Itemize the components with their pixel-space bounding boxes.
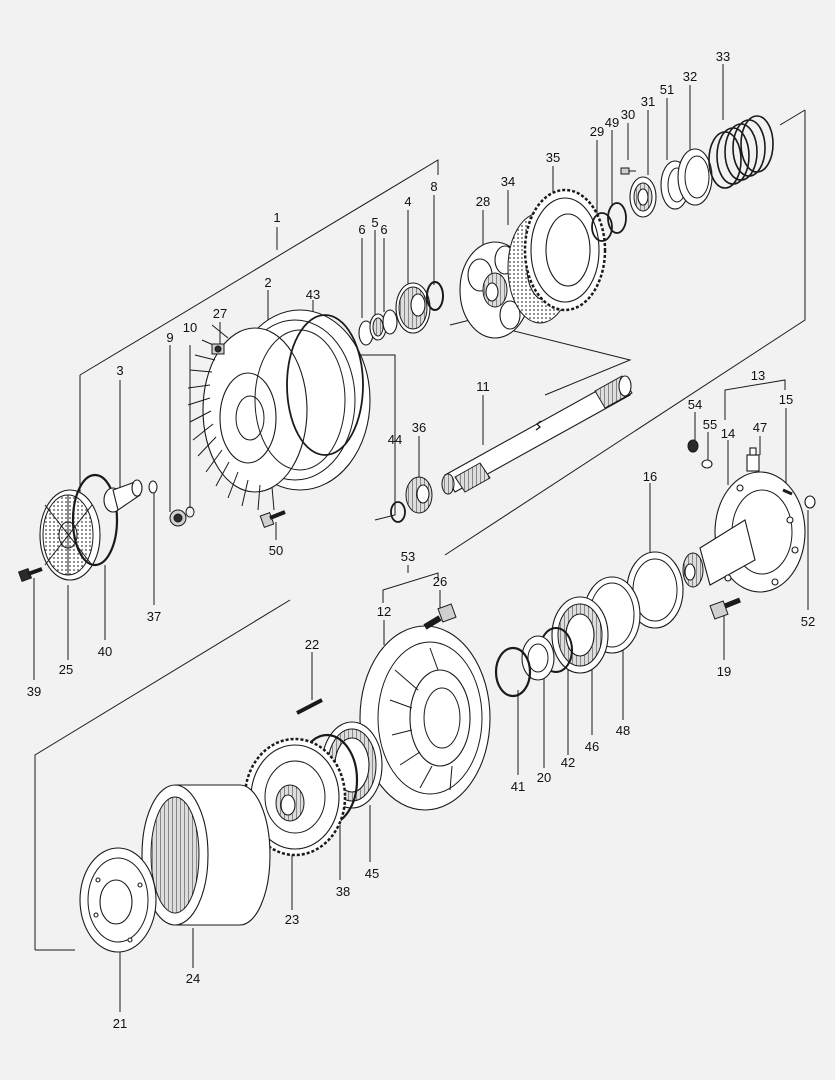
o-ring-part-40 (71, 473, 119, 567)
washer-part-52 (804, 495, 816, 509)
callout-45: 45 (365, 866, 379, 881)
callout-4: 4 (404, 194, 411, 209)
callout-42: 42 (561, 755, 575, 770)
housing-part-12 (359, 625, 491, 811)
callout-37: 37 (147, 609, 161, 624)
callout-2: 2 (264, 275, 271, 290)
callout-29: 29 (590, 124, 604, 139)
callout-23: 23 (285, 912, 299, 927)
snap-ring-part-44 (390, 501, 406, 523)
stub-shaft-part-3 (103, 479, 143, 513)
callout-34: 34 (501, 174, 515, 189)
callout-38: 38 (336, 884, 350, 899)
callout-15: 15 (779, 392, 793, 407)
shaft-bracket-lines (340, 319, 632, 521)
ring-gear-drum-part-24 (141, 784, 271, 926)
washer-part-37 (148, 480, 158, 494)
callout-19: 19 (717, 664, 731, 679)
callout-3: 3 (116, 363, 123, 378)
callout-24: 24 (186, 971, 200, 986)
bearing-set-parts-5-6 (358, 309, 398, 346)
stud-part-19 (709, 597, 741, 620)
pin-part-30 (620, 167, 636, 175)
seal-part-10 (185, 506, 195, 518)
callout-20: 20 (537, 770, 551, 785)
callout-50: 50 (269, 543, 283, 558)
bolt-part-27 (211, 343, 225, 355)
o-ring-part-41 (494, 646, 532, 698)
callout-47: 47 (753, 420, 767, 435)
callout-44: 44 (388, 432, 402, 447)
callout-30: 30 (621, 107, 635, 122)
spur-gear-part-36 (405, 476, 433, 514)
callout-5: 5 (371, 215, 378, 230)
callout-49: 49 (605, 115, 619, 130)
gasket-part-43 (286, 314, 364, 456)
bearing-part-31 (629, 176, 657, 218)
snap-ring-part-8 (426, 281, 444, 311)
callout-26: 26 (433, 574, 447, 589)
bearing-part-46 (551, 596, 609, 674)
washer-part-55 (701, 459, 713, 469)
callout-11: 11 (476, 379, 490, 394)
grease-fitting-part-47 (746, 447, 760, 472)
callout-54: 54 (688, 397, 702, 412)
callout-12: 12 (377, 604, 391, 619)
seal-part-32 (677, 148, 713, 206)
callout-39: 39 (27, 684, 41, 699)
callout-48: 48 (616, 723, 630, 738)
wheel-hub-part-14 (682, 471, 806, 593)
callout-10: 10 (183, 320, 197, 335)
callout-6-a: 6 (358, 222, 365, 237)
callout-6-b: 6 (380, 222, 387, 237)
callout-9: 9 (166, 330, 173, 345)
assembly-outline-lower (34, 599, 291, 951)
spur-gear-part-4 (395, 282, 431, 334)
callout-40: 40 (98, 644, 112, 659)
callout-16: 16 (643, 469, 657, 484)
end-cover-part-25 (39, 489, 101, 581)
callout-27: 27 (213, 306, 227, 321)
callout-31: 31 (641, 94, 655, 109)
pin-part-15 (782, 488, 793, 496)
spring-part-33 (708, 115, 774, 189)
ring-part-29 (591, 212, 613, 242)
callout-25: 25 (59, 662, 73, 677)
callout-46: 46 (585, 739, 599, 754)
ring-part-49 (607, 202, 627, 234)
callout-35: 35 (546, 150, 560, 165)
bolt-part-26 (423, 603, 457, 630)
callout-22: 22 (305, 637, 319, 652)
callout-13: 13 (751, 368, 765, 383)
callout-43: 43 (306, 287, 320, 302)
callout-41: 41 (511, 779, 525, 794)
callout-51: 51 (660, 82, 674, 97)
callout-53: 53 (401, 549, 415, 564)
callout-33: 33 (716, 49, 730, 64)
axle-shaft-part-11 (441, 375, 633, 495)
callout-28: 28 (476, 194, 490, 209)
callout-labels: 1 2 3 4 5 6 6 8 9 10 11 12 13 14 15 16 1… (27, 49, 815, 1031)
callout-8: 8 (430, 179, 437, 194)
cap-part-54 (687, 439, 699, 453)
callout-55: 55 (703, 417, 717, 432)
gear-plate-part-35 (523, 188, 607, 312)
callout-52: 52 (801, 614, 815, 629)
bolt-part-39 (17, 567, 43, 583)
callout-14: 14 (721, 426, 735, 441)
pin-part-22 (296, 698, 323, 715)
callout-21: 21 (113, 1016, 127, 1031)
housing-part-2 (187, 309, 371, 511)
cover-plate-part-21 (79, 847, 157, 953)
bolt-part-50 (259, 510, 286, 528)
callout-1: 1 (273, 210, 280, 225)
callout-32: 32 (683, 69, 697, 84)
plug-part-9 (169, 509, 187, 527)
callout-36: 36 (412, 420, 426, 435)
